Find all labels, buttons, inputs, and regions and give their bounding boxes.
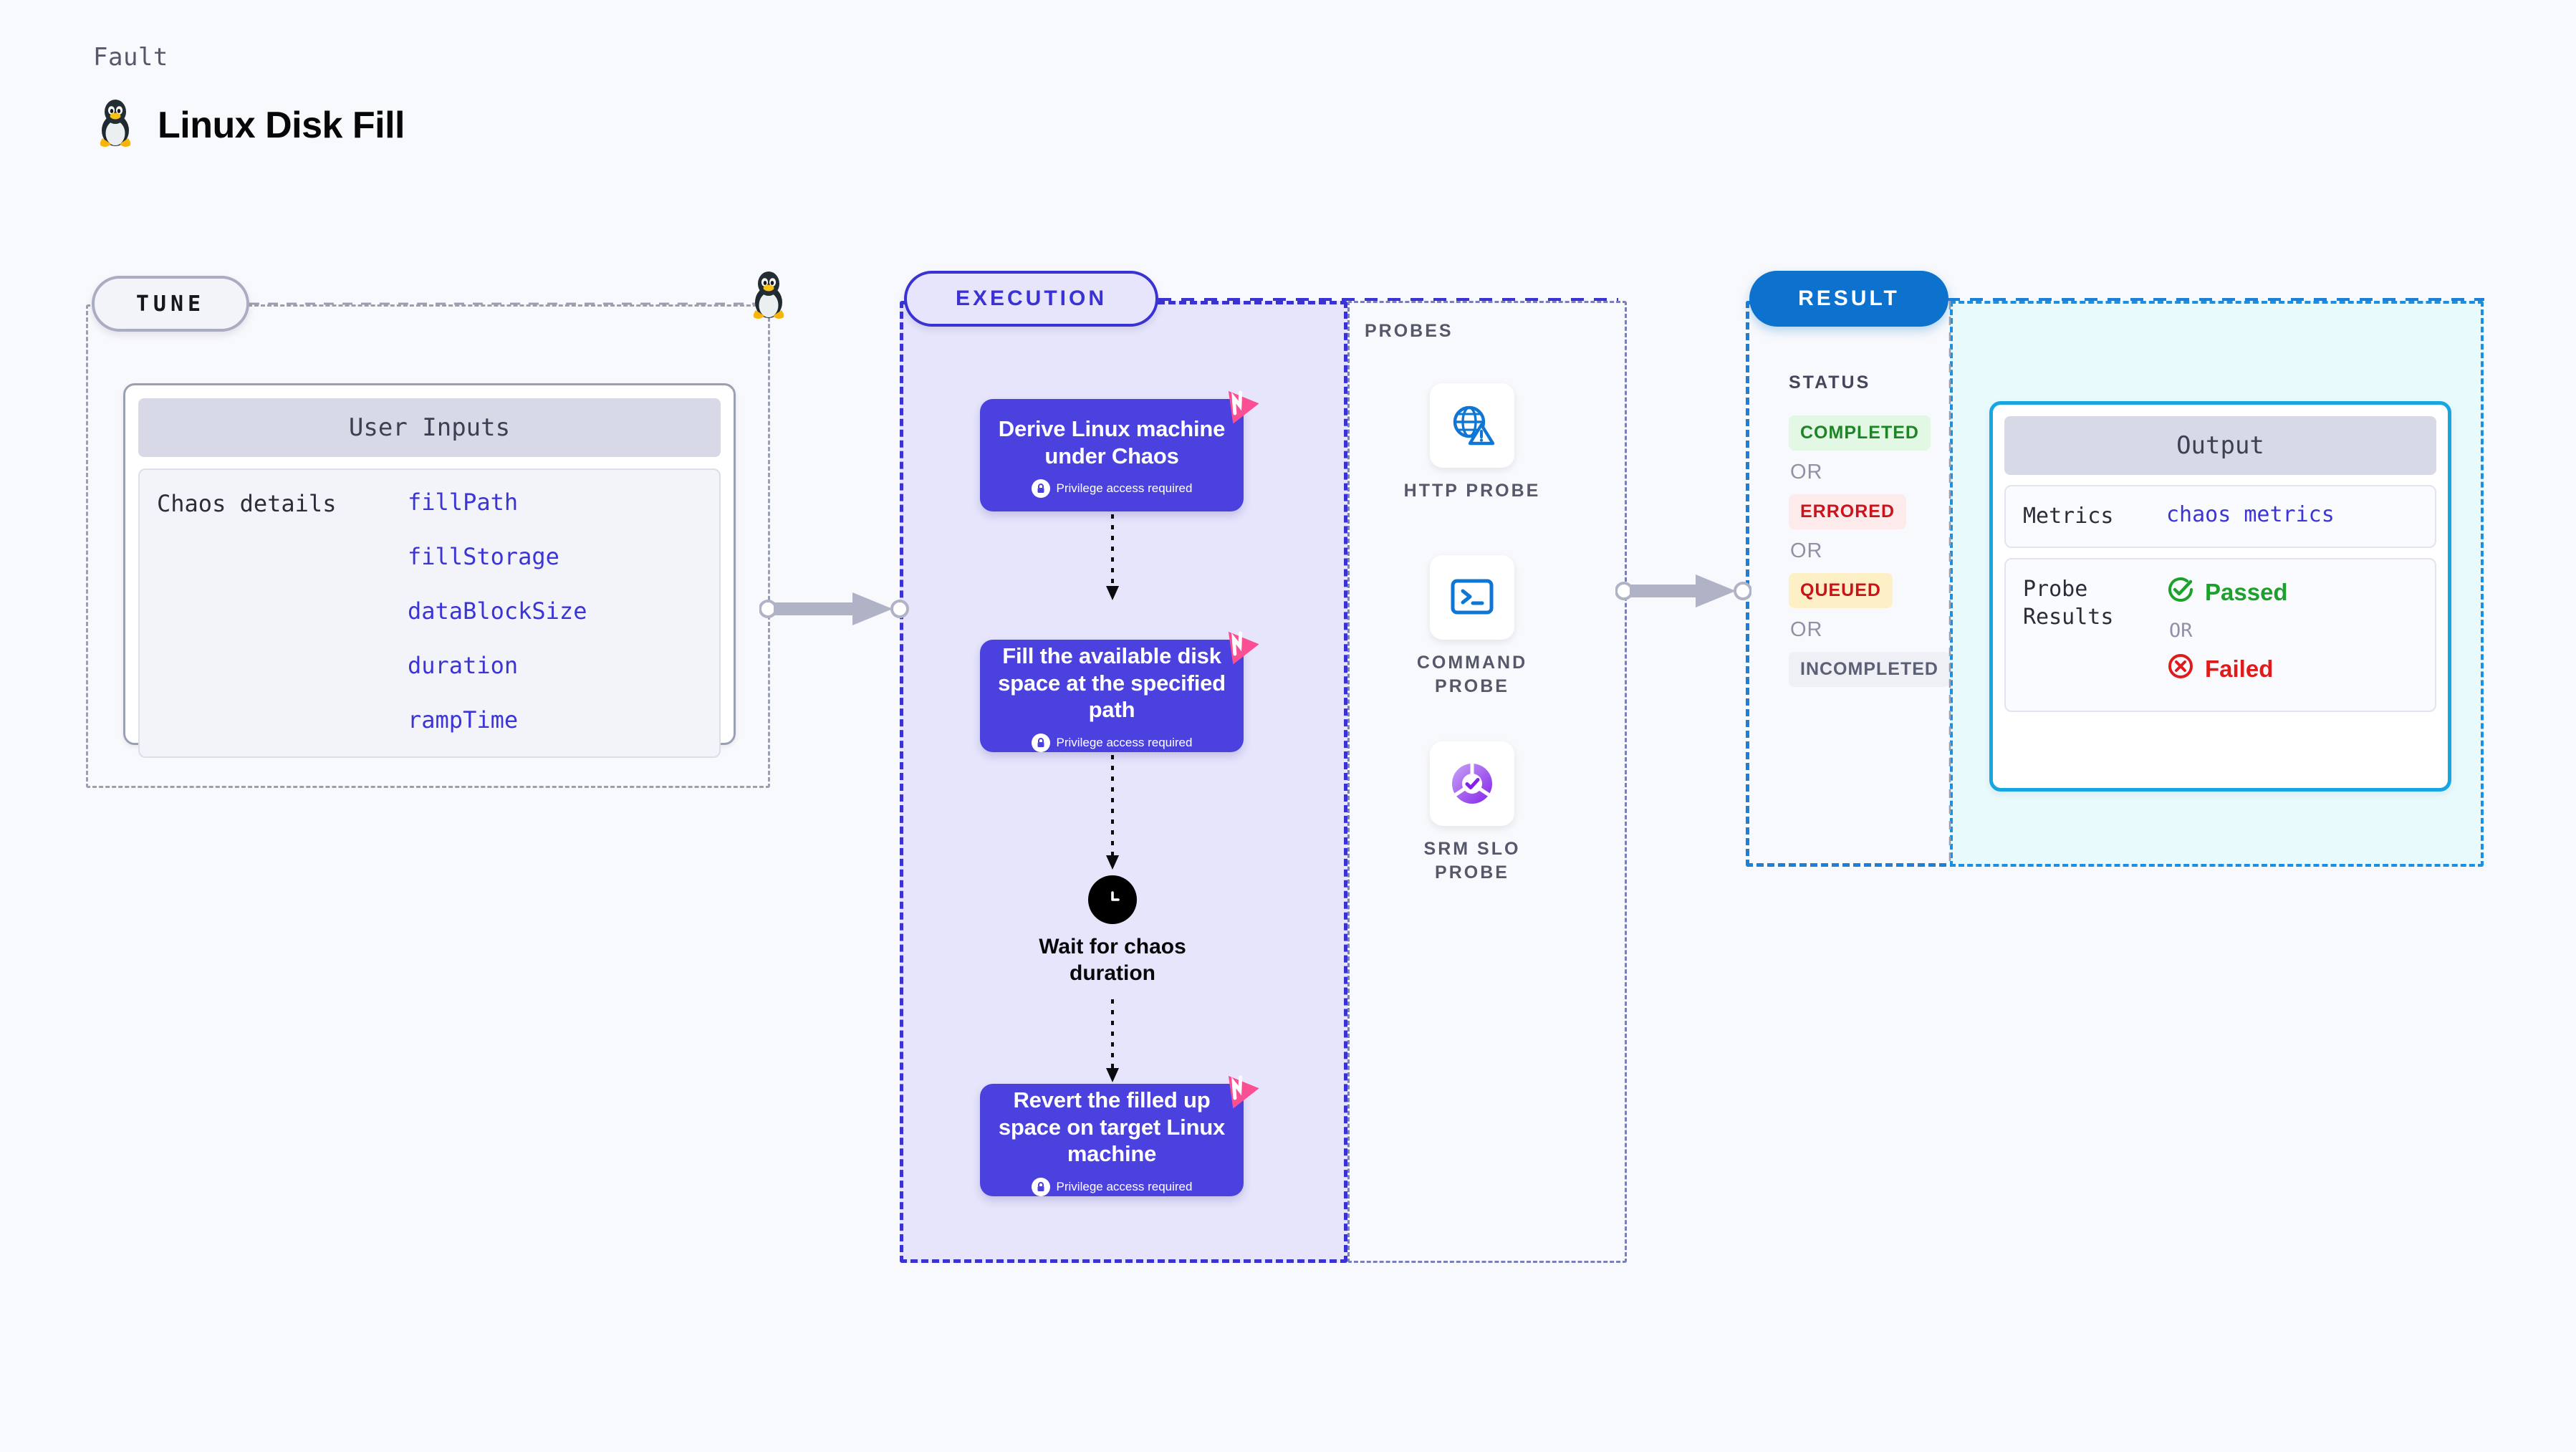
check-circle-icon <box>2166 575 2195 610</box>
status-or-2: OR <box>1790 539 1823 562</box>
wait-for-chaos-duration-node: Wait for chaos duration <box>1012 875 1213 986</box>
linux-penguin-icon <box>93 97 138 153</box>
execution-block-1-privilege-note: Privilege access required <box>1031 479 1193 499</box>
execution-block-1[interactable]: Derive Linux machine under Chaos Privile… <box>980 390 1259 511</box>
execution-block-3-title: Revert the filled up space on target Lin… <box>998 1087 1226 1167</box>
execution-arrow-2-wait <box>1106 755 1119 870</box>
tune-connector-line <box>249 302 759 305</box>
execution-block-2-title: Fill the available disk space at the spe… <box>998 643 1226 723</box>
output-metrics-key: Metrics <box>2023 504 2114 529</box>
probe-result-passed-label: Passed <box>2205 578 2288 605</box>
tune-to-execution-arrow <box>759 592 909 625</box>
user-inputs-card: User Inputs Chaos details fillPath fillS… <box>123 383 736 758</box>
user-inputs-body: Chaos details fillPath fillStorage dataB… <box>138 468 721 758</box>
terminal-icon <box>1430 555 1514 640</box>
status-section-title: STATUS <box>1789 372 1871 393</box>
tune-param-datablocksize[interactable]: dataBlockSize <box>408 597 587 625</box>
output-probe-results-values: Passed OR Failed <box>2166 575 2288 686</box>
result-inner-divider <box>1948 301 1951 867</box>
execution-arrow-wait-3 <box>1106 999 1119 1082</box>
chaos-details-param-list: fillPath fillStorage dataBlockSize durat… <box>408 489 587 734</box>
tune-param-ramptime[interactable]: rampTime <box>408 706 519 734</box>
output-metrics-value[interactable]: chaos metrics <box>2166 502 2335 527</box>
page-title: Linux Disk Fill <box>158 104 405 146</box>
lock-icon <box>1031 479 1050 499</box>
tune-param-fillpath[interactable]: fillPath <box>408 489 519 516</box>
tune-region <box>86 304 770 788</box>
linux-penguin-marker-icon <box>746 269 791 324</box>
execution-connector-line <box>1158 298 1618 301</box>
probe-item-srm-slo[interactable]: SRM SLO PROBE <box>1386 741 1558 885</box>
probe-item-http[interactable]: HTTP PROBE <box>1386 383 1558 503</box>
result-stage-badge[interactable]: RESULT <box>1749 271 1948 327</box>
fault-eyebrow-label: Fault <box>93 43 168 72</box>
litmus-logo-icon <box>1218 383 1259 425</box>
tune-stage-badge[interactable]: TUNE <box>92 276 249 332</box>
status-or-1: OR <box>1790 461 1823 484</box>
status-chip-completed: COMPLETED <box>1789 415 1931 451</box>
lock-icon <box>1031 734 1050 753</box>
status-chip-queued: QUEUED <box>1789 573 1893 608</box>
execution-block-3-privilege-text: Privilege access required <box>1056 1180 1193 1194</box>
probe-label-command: COMMAND PROBE <box>1416 653 1528 696</box>
probe-result-failed-label: Failed <box>2205 655 2274 682</box>
wait-node-label: Wait for chaos duration <box>1039 935 1186 985</box>
fault-title-row: Linux Disk Fill <box>93 97 405 153</box>
x-circle-icon <box>2166 652 2195 686</box>
result-connector-line <box>1947 298 2484 301</box>
probe-label-srm-slo: SRM SLO PROBE <box>1423 839 1521 883</box>
probe-result-passed: Passed <box>2166 575 2288 610</box>
probe-label-http: HTTP PROBE <box>1403 481 1541 501</box>
litmus-logo-icon <box>1218 1068 1259 1110</box>
clock-icon <box>1088 875 1137 924</box>
probes-section-title: PROBES <box>1365 321 1453 341</box>
execution-block-2[interactable]: Fill the available disk space at the spe… <box>980 631 1259 753</box>
probe-result-or: OR <box>2169 619 2193 642</box>
lock-icon <box>1031 1178 1050 1197</box>
tune-param-duration[interactable]: duration <box>408 652 519 679</box>
status-or-3: OR <box>1790 618 1823 641</box>
user-inputs-card-title: User Inputs <box>138 398 721 457</box>
execution-block-2-privilege-text: Privilege access required <box>1056 736 1193 750</box>
page-header: Fault Linux Disk Fill <box>93 43 405 153</box>
execution-block-1-privilege-text: Privilege access required <box>1056 481 1193 496</box>
globe-warning-icon <box>1430 383 1514 468</box>
slo-donut-check-icon <box>1430 741 1514 826</box>
execution-stage-badge[interactable]: EXECUTION <box>904 271 1158 327</box>
probe-item-command[interactable]: COMMAND PROBE <box>1386 555 1558 698</box>
status-chip-list: COMPLETED OR ERRORED OR QUEUED OR INCOMP… <box>1789 415 1950 687</box>
execution-to-result-arrow <box>1615 574 1751 607</box>
status-chip-incompleted: INCOMPLETED <box>1789 652 1950 687</box>
probe-result-failed: Failed <box>2166 652 2288 686</box>
execution-block-3-privilege-note: Privilege access required <box>1031 1178 1193 1197</box>
tune-param-fillstorage[interactable]: fillStorage <box>408 543 559 570</box>
output-metrics-row: Metrics chaos metrics <box>2004 485 2436 548</box>
execution-block-1-title: Derive Linux machine under Chaos <box>998 415 1226 468</box>
output-card-title: Output <box>2004 416 2436 475</box>
chaos-details-label: Chaos details <box>157 490 337 517</box>
execution-block-2-privilege-note: Privilege access required <box>1031 734 1193 753</box>
execution-arrow-1-2 <box>1106 514 1119 600</box>
litmus-logo-icon <box>1218 624 1259 665</box>
status-chip-errored: ERRORED <box>1789 494 1907 529</box>
execution-block-3[interactable]: Revert the filled up space on target Lin… <box>980 1075 1259 1197</box>
